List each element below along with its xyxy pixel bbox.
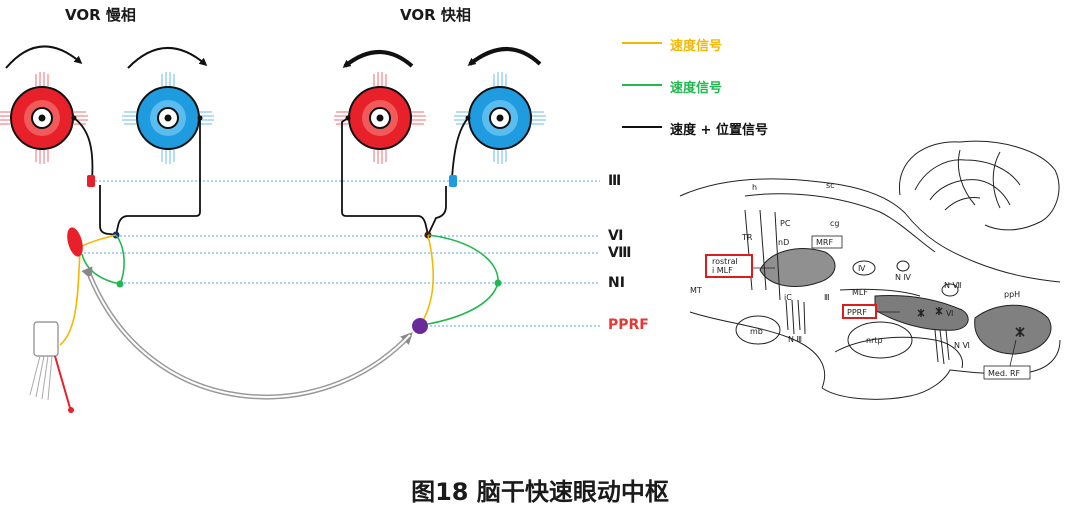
slow-pathway-green [81, 234, 125, 285]
fast-pathway-green [427, 234, 499, 325]
rostral-imlf-box [705, 254, 753, 278]
fast-phase-title: VOR 快相 [400, 6, 471, 24]
brain-label-nd: nD [778, 238, 789, 247]
nucleus-label-VI: Ⅵ [608, 228, 624, 244]
fast-pathway-black [341, 117, 469, 236]
legend-label-green: 速度信号 [670, 81, 723, 96]
nucleus-label-VIII: Ⅷ [608, 245, 632, 261]
legend-label-black: 速度 + 位置信号 [670, 123, 768, 138]
eye-red-fast [334, 72, 426, 164]
slow-pathway-yellow [59, 234, 117, 346]
brain-label-med-rf: Med. RF [988, 369, 1021, 378]
brain-label-cg: cg [830, 219, 839, 228]
brainstem-sketch [679, 140, 1061, 400]
brain-label-iii: Ⅲ [824, 293, 830, 302]
fast-NI-nucleus [494, 279, 502, 287]
slow-NI-nucleus [116, 280, 124, 288]
brain-label-pph: ppH [1004, 290, 1020, 299]
slow-arrow-left [5, 45, 83, 69]
slow-phase-title: VOR 慢相 [65, 6, 136, 24]
brain-label-ic: iC [784, 293, 792, 302]
legend-label-yellow: 速度信号 [670, 39, 723, 54]
brain-label-iv: Ⅳ [858, 264, 866, 273]
pprf-box [842, 304, 877, 319]
pprf-node [412, 318, 428, 334]
brain-label-n-vi: N Ⅵ [954, 341, 970, 350]
slow-III-nucleus [87, 175, 95, 187]
brain-boxed-labels: MRF rostral i MLF PPRF Med. RF [705, 235, 1031, 380]
brain-label-vi: Ⅵ [946, 309, 953, 318]
brain-label-imlf: i MLF [712, 266, 733, 275]
nucleus-label-PPRF: PPRF [608, 317, 649, 333]
guide-lines [80, 180, 600, 327]
brain-label-sc: sc [826, 181, 835, 190]
brain-label-h: h [752, 183, 757, 192]
vestibular-nucleus [67, 227, 83, 257]
brain-label-pc: PC [780, 219, 791, 228]
legend-swatch-black [622, 126, 662, 128]
legend-swatch-yellow [622, 42, 662, 44]
vestibular-organ [29, 321, 74, 413]
legend-item-black: 速度 + 位置信号 [622, 118, 842, 138]
brain-label-mb: mb [750, 327, 763, 336]
legend-item-yellow: 速度信号 [622, 34, 842, 54]
nucleus-label-NI: NI [608, 275, 625, 291]
eye-red-slow [0, 72, 88, 164]
brain-label-mt: MT [690, 286, 702, 295]
brain-label-mrf: MRF [816, 238, 833, 247]
fast-III-nucleus [449, 175, 457, 187]
slow-arrow-right [127, 47, 208, 69]
legend-item-green: 速度信号 [622, 76, 842, 96]
eye-blue-fast [454, 72, 546, 164]
gray-arc-inner [89, 275, 411, 398]
brain-label-rostral: rostral [712, 257, 738, 266]
gray-arc-outer [81, 266, 413, 400]
brain-labels: h sc PC cg TR nD Ⅳ N Ⅳ MT iC Ⅲ MLF N Ⅶ p… [690, 181, 1020, 350]
fast-arrow-left [342, 50, 414, 68]
fast-pathway-yellow [419, 234, 435, 327]
brain-label-n-iii: N Ⅲ [788, 335, 802, 344]
slow-pathway-black [73, 117, 201, 236]
brain-label-n-iv: N Ⅳ [895, 273, 912, 282]
figure-caption: 图18 脑干快速眼动中枢 [411, 478, 669, 506]
brain-label-tr: TR [741, 233, 753, 242]
fast-arrow-right [467, 47, 542, 66]
brain-label-nrtp: nrtp [866, 336, 883, 345]
brain-label-pprf: PPRF [847, 308, 867, 317]
brain-label-n-vii: N Ⅶ [944, 281, 962, 290]
nucleus-label-III: Ⅲ [608, 173, 622, 189]
legend-swatch-green [622, 84, 662, 86]
brain-label-mlf: MLF [852, 288, 868, 297]
